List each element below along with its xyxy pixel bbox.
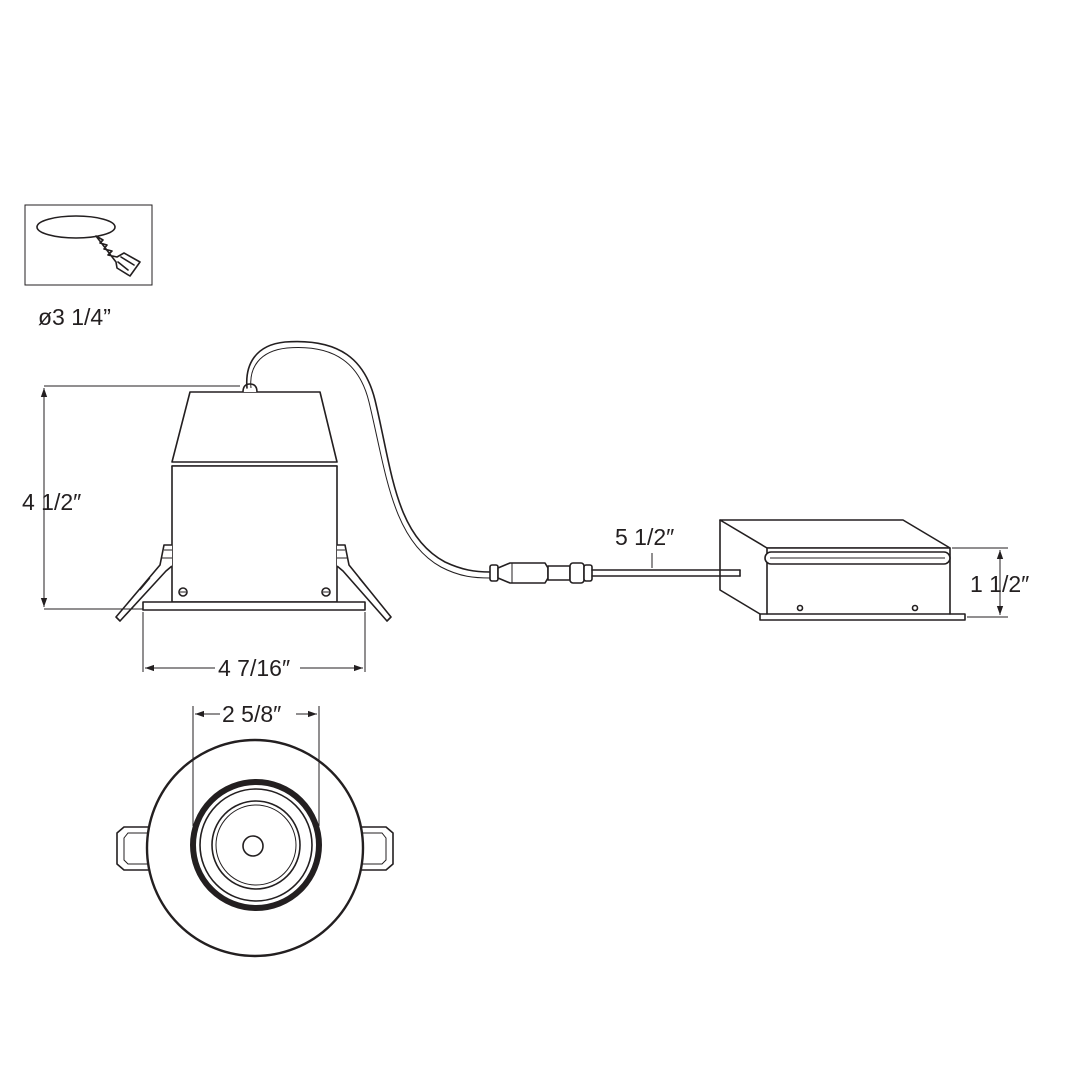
height-dimension (40, 385, 240, 610)
aperture-dimension (192, 706, 320, 826)
trim-width-dimension (142, 612, 366, 672)
aperture-label: 2 5/8″ (222, 701, 281, 727)
cable-length-label: 5 1/2″ (615, 524, 674, 550)
cable (245, 340, 741, 584)
driver-box (719, 519, 966, 621)
driver-height-dimension (952, 547, 1008, 618)
driver-height-label: 1 1/2″ (970, 571, 1029, 597)
hole-cut-label: ø3 1/4” (38, 304, 111, 330)
hole-saw-icon (24, 204, 153, 286)
height-label: 4 1/2″ (22, 489, 81, 515)
trim-width-label: 4 7/16″ (218, 655, 290, 681)
fixture-side-view (115, 383, 392, 622)
fixture-bottom-view (116, 738, 394, 958)
